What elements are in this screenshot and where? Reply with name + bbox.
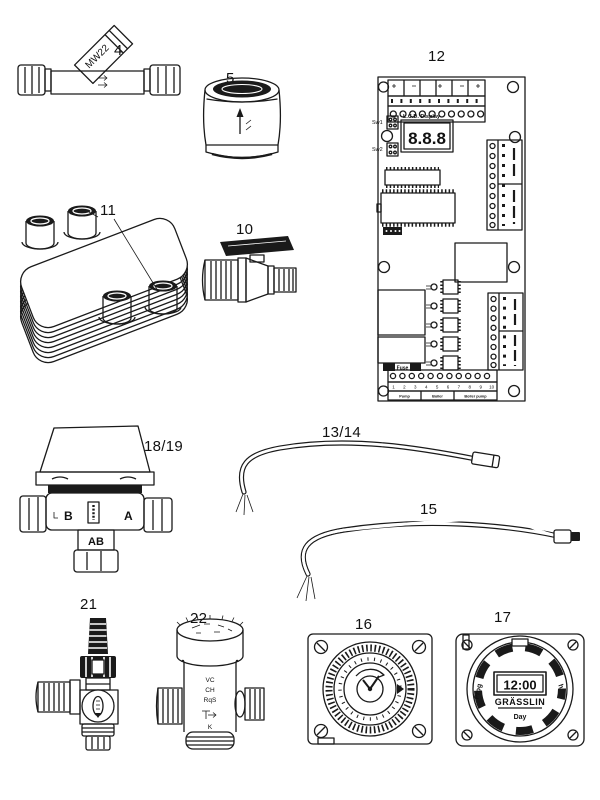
pcb-terminal-number: 10 [489,385,495,390]
sensor-lead-long-drawing [296,517,580,602]
mixing-valve-marking-rqs: RqS [204,697,217,704]
digital-timer-prog-label: Prog [473,683,483,700]
pcb-lcd-digits: 8.8.8 [408,129,446,148]
pcb-terminal-number: 8 [469,385,472,390]
mixing-valve-marking-vc: VC [205,677,214,684]
item-21-number: 21 [80,596,98,613]
digital-timer-display: 12:00 [503,678,536,693]
diverter-port-b-label: B [64,509,73,523]
item-10-number: 10 [236,221,254,238]
digital-timer-day-label: Day [514,714,527,721]
item-13-14-number: 13/14 [322,424,362,441]
item-11-number: 11 [100,202,117,219]
fill-valve-drawing [35,618,119,751]
trv-head-drawing [202,77,282,160]
pcb-terminal-numbers: 1 2 3 4 5 6 7 8 9 10 [392,385,494,390]
pcb-terminal-group: Boiler pump [464,395,487,399]
pcb-fuse-label: Fuse [397,366,409,372]
item-22-number: 22 [190,610,208,627]
pcb-terminal-number: 9 [479,385,482,390]
digital-timer-hours-label: h [556,683,564,689]
ball-valve-drawing [201,236,297,303]
pcb-terminal-number: 1 [392,385,395,390]
pcb-terminal-number: 5 [436,385,439,390]
pcb-terminal-number: 7 [458,385,461,390]
heat-exchanger-drawing [15,204,193,368]
item-15-number: 15 [420,501,438,518]
check-valve-marking: MW22 [83,43,112,72]
pcb-terminal-number: 2 [403,385,406,390]
mixing-valve-marking-k: K [208,724,213,731]
pcb-terminal-groups: Pump Boiler Boiler pump [399,395,487,399]
pcb-sw2-label: Sw2 [372,147,383,153]
pcb-terminal-number: 4 [425,385,428,390]
diverter-port-ab-label: AB [88,536,104,548]
pcb-terminal-group: Pump [399,395,410,399]
diverter-valve-drawing: B A AB [19,425,173,573]
mixing-valve-marking-ch: CH [205,687,215,694]
mech-timer-drawing [307,633,433,745]
pcb-lcd-label: L.C.D. Display [403,114,441,120]
pcb-sw1-label: Sw1 [372,120,383,126]
mixing-valve-drawing: VC CH RqS K [155,615,265,750]
item-18-19-number: 18/19 [144,438,184,455]
item-12-number: 12 [428,48,446,65]
item-17-number: 17 [494,609,512,626]
check-valve-drawing: MW22 [17,24,181,96]
pcb-drawing: L.C.D. Display Sw1 Sw2 8.8.8 Fuse 1 2 3 … [372,76,526,402]
pcb-terminal-number: 6 [447,385,450,390]
pcb-terminal-group: Boiler [432,395,443,399]
item-4-number: 4 [114,42,123,59]
digital-timer-drawing: 12:00 GRÄSSLIN Day Prog h [455,633,585,747]
diverter-port-a-label: A [124,509,133,523]
pcb-terminal-number: 3 [414,385,417,390]
digital-timer-brand: GRÄSSLIN [495,697,546,707]
sensor-lead-short-drawing [235,440,501,516]
item-16-number: 16 [355,616,373,633]
